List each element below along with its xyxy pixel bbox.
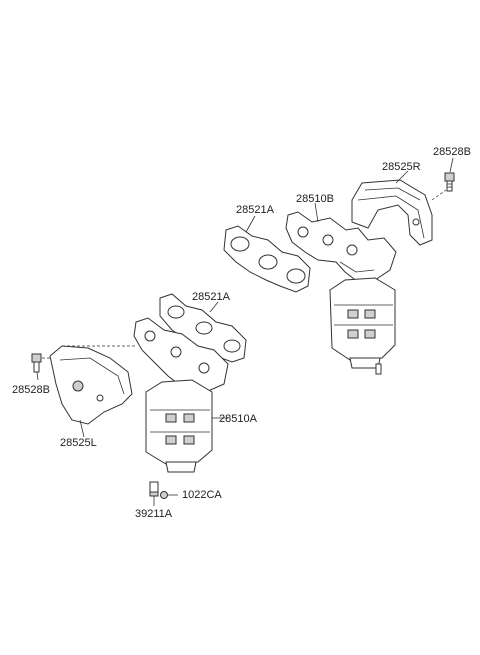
label-39211a: 39211A xyxy=(135,508,173,520)
label-28521a-mid: 28521A xyxy=(192,291,231,303)
label-28510a: 28510A xyxy=(219,413,258,425)
gasket-right xyxy=(223,225,311,293)
exhaust-manifold-right xyxy=(285,211,397,283)
label-28525r: 28525R xyxy=(382,161,421,173)
bolt-28528b-left xyxy=(31,353,42,373)
heat-shield-right xyxy=(351,179,433,246)
leader-lines xyxy=(36,157,454,506)
label-28521a-top: 28521A xyxy=(236,204,275,216)
label-28510b: 28510B xyxy=(296,193,334,205)
nut-1022ca xyxy=(160,491,168,499)
label-28528b-left: 28528B xyxy=(12,384,50,396)
exhaust-manifold-left xyxy=(133,317,229,393)
bolt-28528b-top xyxy=(444,172,455,192)
bracket-39211a xyxy=(149,481,159,497)
label-28525l: 28525L xyxy=(60,437,97,449)
heat-shield-left xyxy=(49,345,133,425)
label-28528b-top: 28528B xyxy=(433,146,471,158)
catalytic-converter-right xyxy=(329,277,396,375)
gasket-left xyxy=(159,293,247,363)
label-1022ca: 1022CA xyxy=(182,489,222,501)
catalytic-converter-left xyxy=(145,379,213,473)
